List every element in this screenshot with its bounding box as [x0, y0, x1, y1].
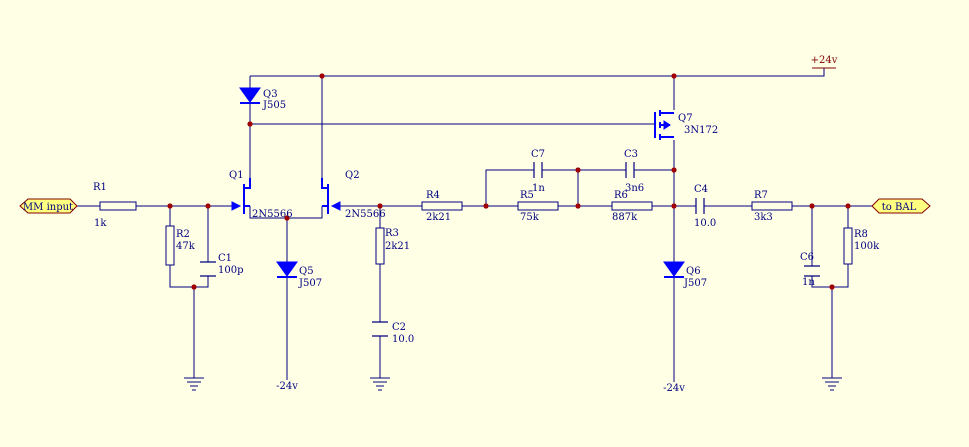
output-port: to BAL: [871, 198, 931, 214]
capacitor-c7: C7 1n: [531, 149, 545, 194]
input-port-label: MM input: [23, 202, 73, 213]
diode-q3: Q3 J505: [239, 87, 286, 111]
resistor-value: 3k3: [754, 212, 773, 223]
resistor-r4: R4 2k21: [421, 190, 463, 223]
transistor-ref: Q1: [229, 170, 244, 181]
resistor-r1: R1 1k: [93, 182, 137, 229]
transistor-value: 2N5566: [252, 209, 293, 220]
capacitor-c1: C1 100p: [200, 253, 244, 277]
resistor-ref: R6: [614, 190, 628, 201]
power-neg-right-label: -24v: [663, 383, 685, 394]
ground-symbol: [822, 377, 842, 391]
capacitor-value: 10.0: [694, 218, 716, 229]
jfet-q2: Q2 2N5566: [321, 170, 386, 220]
resistor-value: 47k: [176, 241, 196, 252]
transistor-ref: Q2: [345, 170, 360, 181]
diode-value: J507: [298, 278, 322, 289]
input-port: MM input: [19, 198, 78, 214]
capacitor-value: 1n: [802, 277, 815, 288]
diode-q6: Q6 J507: [663, 261, 707, 289]
mosfet-q7: Q7 3N172: [654, 110, 718, 140]
diode-ref: Q3: [263, 89, 278, 100]
resistor-r3: R3 2k21: [375, 227, 410, 265]
power-pos: +24v: [811, 55, 838, 69]
diode-value: J507: [683, 278, 707, 289]
resistor-r6: R6 887k: [611, 190, 653, 223]
transistor-value: 2N5566: [345, 209, 386, 220]
jfet-q1: Q1 2N5566: [229, 170, 293, 220]
capacitor-value: 3n6: [625, 183, 644, 194]
output-port-label: to BAL: [882, 202, 917, 213]
capacitor-value: 100p: [218, 265, 244, 276]
capacitor-value: 10.0: [392, 334, 414, 345]
resistor-ref: R5: [520, 190, 534, 201]
transistor-ref: Q7: [678, 113, 693, 124]
resistor-ref: R3: [385, 228, 399, 239]
resistor-ref: R7: [754, 190, 768, 201]
resistor-value: 1k: [94, 218, 107, 229]
resistor-ref: R8: [854, 229, 868, 240]
capacitor-value: 1n: [532, 183, 545, 194]
capacitor-c4: C4 10.0: [694, 184, 716, 229]
transistor-value: 3N172: [684, 125, 718, 136]
resistor-value: 75k: [520, 212, 540, 223]
resistor-value: 887k: [612, 212, 638, 223]
diode-value: J505: [262, 100, 286, 111]
diode-q5: Q5 J507: [276, 261, 322, 289]
resistor-ref: R4: [426, 190, 440, 201]
diode-ref: Q5: [299, 266, 314, 277]
ground-symbol: [184, 377, 204, 391]
capacitor-ref: C3: [624, 149, 638, 160]
capacitor-c3: C3 3n6: [624, 149, 644, 194]
capacitor-c6: C6 1n: [800, 252, 820, 288]
capacitor-ref: C4: [694, 184, 708, 195]
wires: [76, 68, 872, 382]
junctions: [167, 73, 851, 290]
resistor-r7: R7 3k3: [751, 190, 793, 223]
power-pos-label: +24v: [811, 55, 838, 66]
resistor-r8: R8 100k: [843, 227, 880, 265]
power-neg-left-label: -24v: [276, 381, 298, 392]
ground-symbol: [370, 377, 390, 391]
resistor-ref: R1: [93, 182, 107, 193]
capacitor-ref: C2: [392, 322, 406, 333]
resistor-r5: R5 75k: [517, 190, 559, 223]
resistor-value: 2k21: [426, 212, 451, 223]
resistor-ref: R2: [176, 229, 190, 240]
resistor-value: 100k: [854, 241, 880, 252]
capacitor-ref: C1: [218, 253, 232, 264]
diode-ref: Q6: [686, 266, 701, 277]
resistor-r2: R2 47k: [165, 225, 196, 266]
capacitor-ref: C6: [800, 252, 814, 263]
capacitor-c2: C2 10.0: [372, 321, 414, 345]
resistor-value: 2k21: [385, 241, 410, 252]
capacitor-ref: C7: [531, 149, 545, 160]
